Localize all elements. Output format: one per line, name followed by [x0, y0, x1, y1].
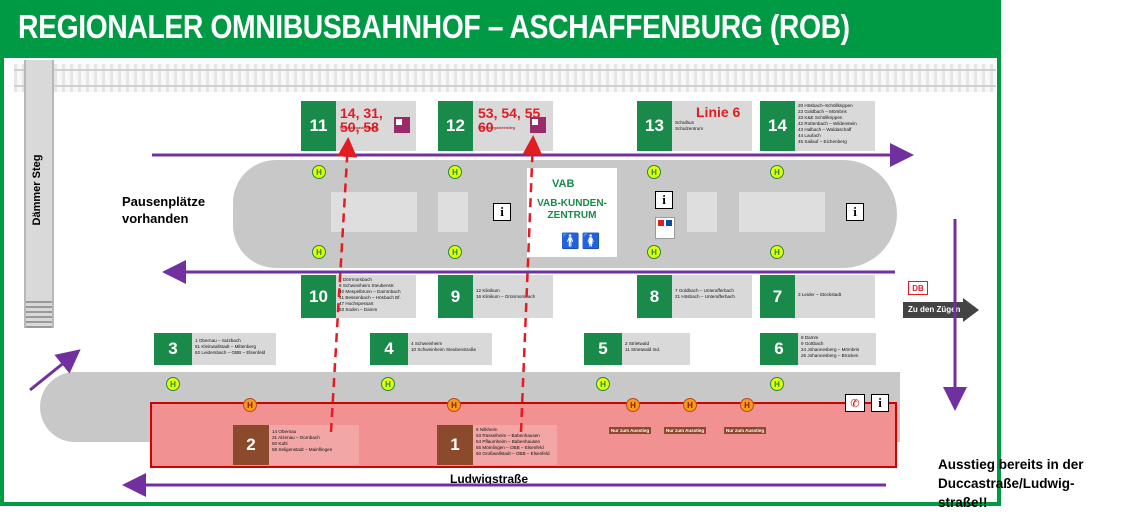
bus-stop-icon: H — [770, 165, 784, 179]
exit-stop-icon: H — [447, 398, 461, 412]
boarding-sign-icon — [394, 117, 410, 133]
exit-stop-icon: H — [683, 398, 697, 412]
bay-14: 14 — [760, 101, 795, 151]
boarding-sign-icon — [530, 117, 546, 133]
to-trains-arrow-icon — [963, 298, 979, 322]
info-icon: i — [871, 394, 889, 412]
bay-13-lines: Linie 6 — [696, 104, 741, 120]
bay-4: 4 — [370, 333, 408, 365]
info-icon: i — [846, 203, 864, 221]
exit-stop-icon: H — [243, 398, 257, 412]
atm-icon — [655, 217, 675, 239]
traffic-arrow-entry — [29, 349, 81, 392]
bus-stop-icon: H — [312, 245, 326, 259]
footbridge — [24, 60, 54, 328]
exit-stop-icon: H — [626, 398, 640, 412]
bay-7-destinations: 3 Leider – Stockstadt — [795, 275, 875, 318]
bus-stop-icon: H — [312, 165, 326, 179]
to-trains-sign: Zu den Zügen — [903, 302, 968, 318]
bay-5: 5 — [584, 333, 622, 365]
vab-logo: VAB — [552, 178, 575, 190]
bus-stop-icon: H — [166, 377, 180, 391]
bus-stop-icon: H — [770, 245, 784, 259]
info-icon: i — [493, 203, 511, 221]
bay-11-lines: 14, 31,50, 58 — [340, 105, 383, 135]
street-label: Ludwigstraße — [450, 472, 529, 486]
exit-only-sign: Nur zum Ausstieg — [724, 427, 767, 434]
phone-icon: ✆ — [845, 394, 865, 412]
railway-tracks — [14, 64, 996, 92]
walking-path-bay-11 — [329, 137, 358, 433]
bus-stop-icon: H — [770, 377, 784, 391]
bay-13: 13 — [637, 101, 672, 151]
bus-stop-icon: H — [647, 245, 661, 259]
bay-10: 10 — [301, 275, 336, 318]
bus-stop-icon: H — [381, 377, 395, 391]
bus-stop-icon: H — [448, 165, 462, 179]
bus-stop-icon: H — [596, 377, 610, 391]
exit-only-sign: Nur zum Ausstieg — [664, 427, 707, 434]
bay-12-note: Nur Fahrgast­einstieg — [478, 125, 516, 130]
shelter — [438, 192, 468, 232]
bus-stop-icon: H — [448, 245, 462, 259]
exit-stop-icon: H — [740, 398, 754, 412]
bay-8: 8 — [637, 275, 672, 318]
bay-11-note: Nur Fahrgast­einstieg — [340, 125, 378, 130]
bay-7: 7 — [760, 275, 795, 318]
bay-9: 9 — [438, 275, 473, 318]
bay-2: 2 — [233, 425, 269, 465]
vab-title: VAB-KUNDEN- ZENTRUM — [537, 198, 607, 221]
bay-11: 11 — [301, 101, 336, 151]
page-title: REGIONALER OMNIBUSBAHNHOF – ASCHAFFENBUR… — [18, 8, 850, 45]
bus-stop-icon: H — [647, 165, 661, 179]
exit-only-sign: Nur zum Ausstieg — [609, 427, 652, 434]
db-logo: DB — [908, 281, 928, 295]
shelter — [687, 192, 717, 232]
header-bar: REGIONALER OMNIBUSBAHNHOF – ASCHAFFENBUR… — [0, 0, 1001, 58]
vab-customer-center: VAB VAB-KUNDEN- ZENTRUM 🚹🚺 — [527, 168, 617, 257]
bay-1: 1 — [437, 425, 473, 465]
bay-6: 6 — [760, 333, 798, 365]
bay-3: 3 — [154, 333, 192, 365]
info-icon: i — [655, 191, 673, 209]
bay-12: 12 — [438, 101, 473, 151]
toilet-icon: 🚹🚺 — [561, 233, 603, 250]
shelter — [739, 192, 825, 232]
footbridge-stairs — [24, 298, 54, 328]
walking-path-bay-12 — [519, 135, 543, 433]
